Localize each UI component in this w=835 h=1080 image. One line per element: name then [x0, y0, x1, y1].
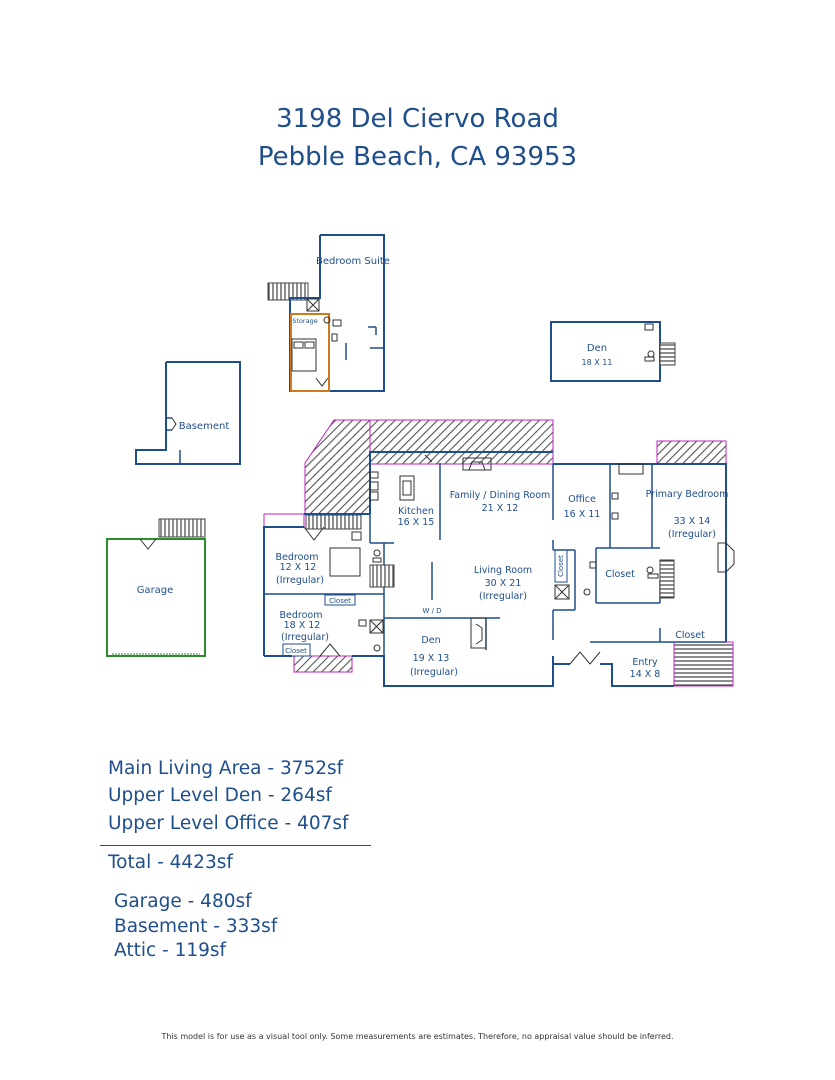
upper-den-label: Den — [587, 343, 607, 354]
storage-label: Storage — [292, 317, 317, 325]
upper-level-den-area: Upper Level Den - 264sf — [108, 785, 332, 806]
entry-dimensions: 14 X 8 — [630, 669, 661, 680]
family-dining-label: Family / Dining Room — [450, 490, 551, 501]
disclaimer: This model is for use as a visual tool o… — [161, 1032, 674, 1041]
storage-room — [290, 313, 330, 392]
bedroom-1-dimensions: 12 X 12 — [280, 562, 317, 573]
upper-den-level: Den 18 X 11 — [550, 321, 676, 382]
washer-dryer-label: W / D — [422, 607, 441, 615]
closet-label: Closet — [675, 630, 705, 641]
primary-bedroom-note: (Irregular) — [668, 529, 716, 540]
upper-level-office-area: Upper Level Office - 407sf — [108, 813, 349, 834]
bedroom-1-label: Bedroom — [276, 552, 319, 563]
primary-bedroom-dimensions: 33 X 14 — [674, 516, 711, 527]
garage-label: Garage — [137, 585, 174, 596]
bedroom-2-label: Bedroom — [280, 610, 323, 621]
primary-bedroom-label: Primary Bedroom — [646, 489, 729, 500]
closet-label: Closet — [285, 647, 307, 655]
attic-area-total: Attic - 119sf — [114, 940, 227, 961]
closet-label: Closet — [605, 569, 635, 580]
address-line-1: 3198 Del Ciervo Road — [276, 104, 559, 134]
office-label: Office — [568, 494, 596, 505]
den-dimensions: 19 X 13 — [413, 653, 450, 664]
living-room-note: (Irregular) — [479, 591, 527, 602]
entry-label: Entry — [632, 657, 658, 668]
bedroom-2-dimensions: 18 X 12 — [284, 620, 321, 631]
closet-label: Closet — [329, 597, 351, 605]
den-note: (Irregular) — [410, 667, 458, 678]
bedroom-2-note: (Irregular) — [281, 632, 329, 643]
attic-area — [369, 419, 554, 465]
office-dimensions: 16 X 11 — [564, 509, 601, 520]
garage-level: Garage — [106, 518, 206, 657]
closet-label: Closet — [557, 555, 565, 577]
main-living-area: Main Living Area - 3752sf — [108, 758, 344, 779]
upper-den-dimensions: 18 X 11 — [582, 358, 613, 367]
family-dining-dimensions: 21 X 12 — [482, 503, 519, 514]
main-level: Kitchen 16 X 15 Family / Dining Room 21 … — [263, 419, 735, 687]
living-room-dimensions: 30 X 21 — [485, 578, 522, 589]
den-label: Den — [421, 635, 440, 646]
address-line-2: Pebble Beach, CA 93953 — [257, 142, 578, 172]
bedroom-suite-label: Bedroom Suite — [316, 256, 390, 267]
kitchen-label: Kitchen — [398, 506, 434, 517]
total-divider — [100, 845, 371, 846]
bedroom-suite-level: Bedroom Suite Storage — [267, 234, 390, 392]
total-area: Total - 4423sf — [108, 852, 233, 873]
garage-area: Garage - 480sf — [114, 891, 252, 912]
basement-area: Basement - 333sf — [114, 916, 278, 937]
living-room-label: Living Room — [474, 565, 532, 576]
bedroom-1-note: (Irregular) — [276, 575, 324, 586]
basement-level: Basement — [135, 361, 241, 465]
kitchen-dimensions: 16 X 15 — [398, 517, 435, 528]
basement-label: Basement — [179, 421, 230, 432]
